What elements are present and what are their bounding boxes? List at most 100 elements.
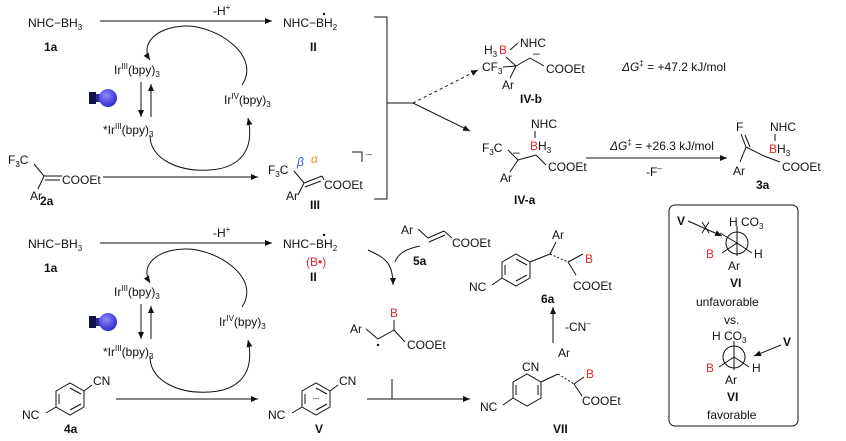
radical-nhc-bh2-bottom: NHC−BH2 [283, 237, 338, 253]
delta-g-IVa: ΔG‡ = +26.3 kJ/mol [609, 138, 714, 153]
svg-text:COOEt: COOEt [324, 178, 363, 192]
bracket-bottom [367, 379, 393, 400]
svg-text:COOEt: COOEt [452, 236, 491, 250]
svg-text:CN: CN [339, 374, 356, 388]
text-vs: vs. [724, 313, 739, 327]
label-3a: 3a [756, 178, 770, 192]
radical-dot-top [322, 12, 326, 16]
svg-text:H: H [752, 361, 761, 375]
cycle-arc-lower-bottom [149, 339, 253, 393]
svg-text:Ar: Ar [725, 373, 737, 387]
attack-V-favorable: V [783, 335, 791, 349]
svg-text:H3: H3 [484, 43, 498, 59]
attack-V-unfavorable: V [677, 214, 685, 228]
label-IV-a: IV-a [514, 193, 536, 207]
svg-text:α: α [311, 152, 319, 166]
label-II-bottom: II [310, 270, 317, 284]
substrate-4a: CN NC 4a [22, 374, 110, 436]
svg-text:COOEt: COOEt [548, 160, 587, 174]
label-1a-top: 1a [44, 40, 58, 54]
svg-text:BH3: BH3 [769, 142, 791, 158]
arrow-label-minus-h-bottom: -H+ [213, 225, 231, 240]
radical-dot-bottom [322, 233, 326, 237]
arrow-label-minus-f: -F– [646, 164, 662, 179]
product-3a: F NHC BH3 COOEt Ar 3a [733, 120, 821, 192]
cycle-arc-upper-top [143, 25, 248, 86]
svg-text:β: β [296, 155, 304, 169]
arrow-radical-addition [367, 249, 396, 286]
ir-iv-top: IrIV(bpy)3 [224, 92, 271, 109]
label-V: V [315, 422, 323, 436]
svg-text:B: B [586, 367, 594, 381]
arrow-to-IVb [412, 69, 479, 104]
blue-lamp-icon-bottom [89, 313, 117, 331]
label-III: III [310, 198, 320, 212]
svg-text:B: B [585, 252, 593, 266]
svg-text:CF3: CF3 [482, 60, 503, 76]
label-VI-favorable: VI [727, 390, 738, 404]
label-4a: 4a [64, 422, 78, 436]
svg-text:Ar: Ar [350, 322, 362, 336]
product-6a: NC Ar B COOEt 6a [469, 228, 612, 306]
svg-text:B: B [706, 361, 714, 375]
label-6a: 6a [541, 292, 555, 306]
radical-intermediate: Ar B COOEt [350, 306, 446, 352]
svg-text:–: – [533, 46, 540, 60]
newman-unfavorable: H CO3 B H Ar V VI [677, 214, 764, 290]
svg-text:COOEt: COOEt [546, 62, 585, 76]
svg-text:H: H [754, 247, 763, 261]
svg-text:COOEt: COOEt [62, 173, 101, 187]
svg-text:·–: ·– [312, 394, 320, 403]
svg-text:B: B [706, 247, 714, 261]
substrate-5a: Ar COOEt 5a [401, 223, 491, 268]
svg-text:Ar: Ar [558, 346, 570, 360]
svg-text:COOEt: COOEt [582, 394, 621, 408]
svg-text:NC: NC [268, 408, 286, 422]
svg-text:NC: NC [480, 400, 498, 414]
svg-text:NHC: NHC [531, 117, 557, 131]
svg-text:B: B [499, 43, 507, 57]
arrow-label-minus-h-top: -H+ [213, 3, 231, 18]
newman-box [668, 204, 799, 427]
svg-text:NHC: NHC [520, 36, 546, 50]
blue-lamp-icon-top [89, 89, 117, 107]
svg-text:Ar: Ar [286, 189, 298, 203]
cycle-arc-lower-top [149, 117, 253, 171]
svg-text:BH3: BH3 [530, 139, 552, 155]
reagent-nhc-bh3-bottom: NHC−BH3 [28, 237, 83, 253]
arrow-to-IVa [412, 102, 471, 132]
label-5a: 5a [413, 254, 427, 268]
label-IV-b: IV-b [520, 92, 542, 106]
intermediate-VII: NC CN Ar B COOEt VII [480, 346, 621, 436]
svg-text:CN: CN [93, 374, 110, 388]
svg-text:F3C: F3C [482, 141, 503, 157]
radical-anion-V: CN NC ·– V [268, 374, 356, 436]
delta-g-IVb: ΔG‡ = +47.2 kJ/mol [621, 59, 726, 74]
svg-text:·–: ·– [365, 150, 373, 159]
svg-text:–: – [513, 145, 520, 159]
svg-text:Ar: Ar [30, 189, 42, 203]
radical-III: F3C β α COOEt Ar III ·– [268, 150, 373, 212]
radical-nhc-bh2-top: NHC−BH2 [283, 16, 338, 32]
label-2a: 2a [40, 194, 54, 208]
label-1a-bottom: 1a [44, 261, 58, 275]
svg-text:NC: NC [22, 408, 40, 422]
svg-text:Ar: Ar [728, 259, 740, 273]
svg-text:F: F [736, 120, 743, 134]
svg-text:Ar: Ar [500, 171, 512, 185]
label-II-top: II [310, 40, 317, 54]
svg-text:COOEt: COOEt [782, 160, 821, 174]
label-VII: VII [553, 422, 568, 436]
ir-iii-excited-bottom: *IrIII(bpy)3 [103, 344, 154, 361]
substrate-2a: F3C Ar COOEt 2a [8, 153, 101, 208]
svg-text:COOEt: COOEt [573, 279, 612, 293]
newman-favorable: H CO3 B H Ar V VI [706, 329, 791, 404]
svg-text:Ar: Ar [401, 223, 413, 237]
arrow-5a-join [394, 245, 421, 263]
cycle-arc-upper-bottom [143, 248, 248, 308]
ir-iv-bottom: IrIV(bpy)3 [219, 314, 266, 331]
svg-text:CN: CN [522, 360, 539, 374]
text-favorable: favorable [707, 408, 757, 422]
ir-iii-bottom: IrIII(bpy)3 [114, 284, 160, 301]
svg-text:F3C: F3C [8, 153, 29, 169]
